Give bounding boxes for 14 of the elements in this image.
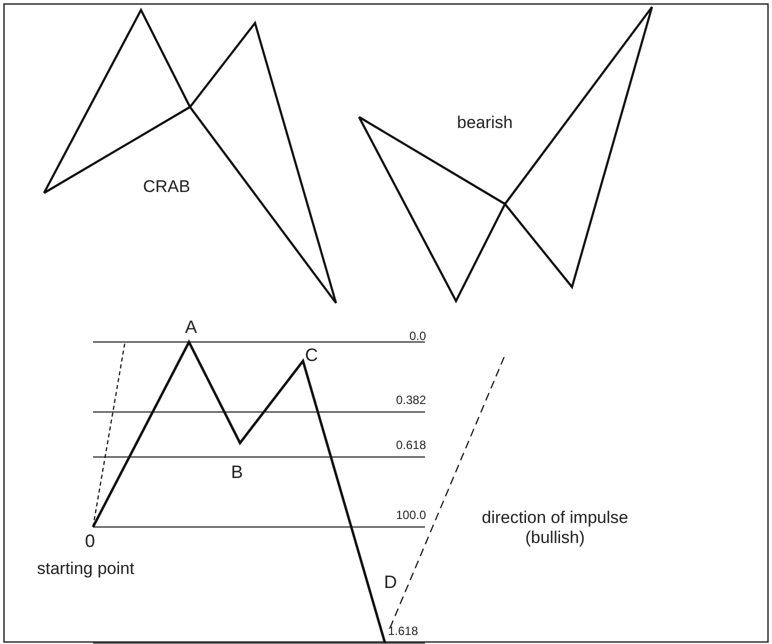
point-label: A <box>185 318 198 336</box>
pattern-label: CRAB <box>143 178 190 195</box>
point-label: B <box>231 463 244 481</box>
pattern-label: bearish <box>457 114 513 131</box>
level-value: 0.618 <box>396 439 426 451</box>
level-value: 1.618 <box>388 625 418 637</box>
annotation-text: direction of impulse (bullish) <box>480 508 630 549</box>
level-value: 100.0 <box>396 509 426 521</box>
level-value: 0.382 <box>396 394 426 406</box>
level-value: 0.0 <box>409 330 426 342</box>
annotation-text: starting point <box>37 560 134 577</box>
point-label: 0 <box>85 532 96 550</box>
point-label: D <box>384 573 397 591</box>
point-label: C <box>305 346 318 364</box>
